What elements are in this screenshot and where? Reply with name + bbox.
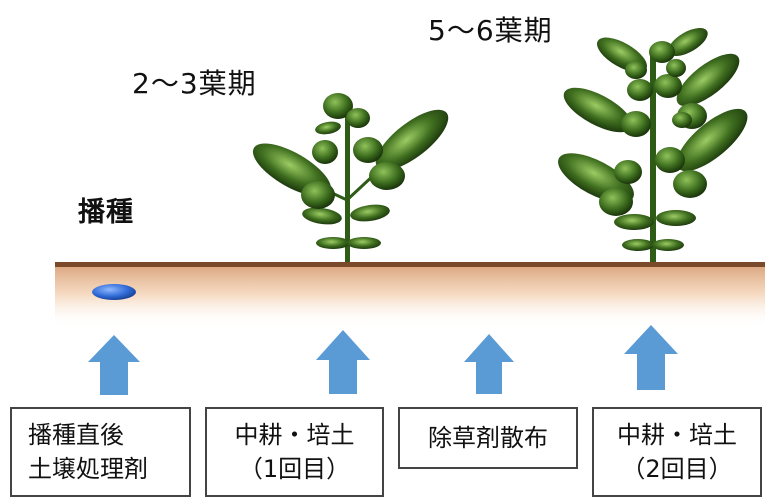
operation-box-herbicide-spray: 除草剤散布 (398, 407, 578, 469)
plant-2-3-leaf-icon (252, 93, 449, 262)
soil-surface-line (55, 262, 765, 267)
operation-line: 除草剤散布 (428, 424, 548, 452)
arrow-up-icon-2 (316, 330, 370, 394)
stage-label-sowing: 播種 (78, 197, 134, 228)
stage-label-5-6-leaf: 5～6葉期 (428, 14, 553, 47)
operation-box-cultivation-2: 中耕・培土 （2回目） (592, 407, 762, 497)
operation-box-soil-treatment: 播種直後 土壌処理剤 (10, 407, 191, 497)
soil-band (55, 266, 765, 328)
operation-line: 土壌処理剤 (28, 455, 148, 483)
operation-line: （1回目） (238, 455, 351, 483)
arrow-up-icon-4 (624, 325, 678, 390)
operation-line: （2回目） (621, 455, 733, 483)
plant-5-6-leaf-icon (558, 28, 748, 262)
arrow-up-icon-1 (88, 335, 140, 395)
seed-icon (92, 284, 136, 300)
operation-line: 播種直後 (28, 421, 124, 449)
arrow-up-icon-3 (464, 334, 514, 394)
stage-label-2-3-leaf: 2～3葉期 (132, 67, 257, 100)
operation-line: 中耕・培土 (617, 421, 737, 449)
operation-line: 中耕・培土 (234, 421, 355, 449)
operation-box-cultivation-1: 中耕・培土 （1回目） (205, 407, 384, 497)
